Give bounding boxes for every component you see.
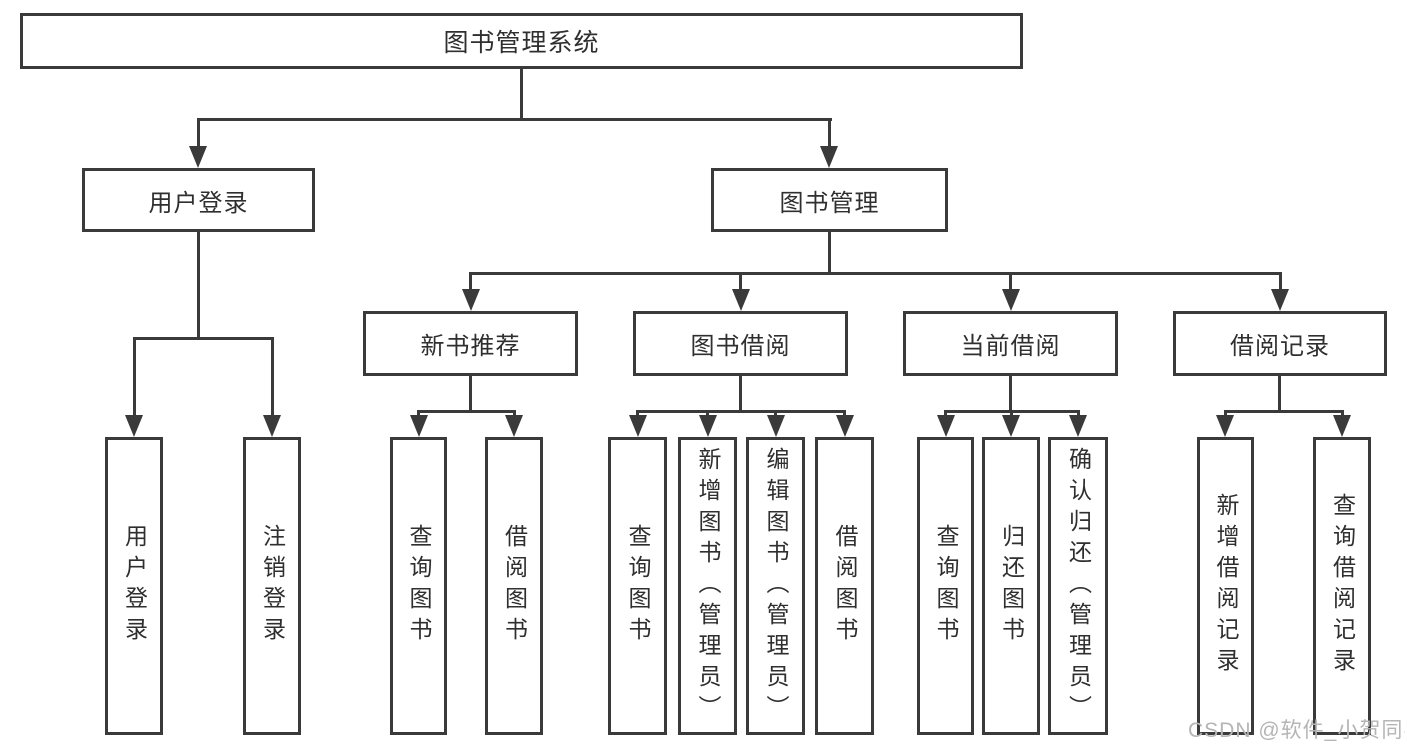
connector-userlogin-bar <box>133 337 274 340</box>
connector-bookmgmt-stem <box>828 232 831 275</box>
arrow-down-icon <box>1271 289 1289 311</box>
arrow-down-icon <box>732 289 750 311</box>
arrow-down-icon <box>820 146 838 168</box>
connector-bookborrow-stem <box>739 376 742 413</box>
leaf-query-book-2: 查询图书 <box>608 437 667 735</box>
arrow-down-icon <box>699 415 717 437</box>
node-library-management-system: 图书管理系统 <box>20 13 1023 69</box>
arrow-down-icon <box>263 415 281 437</box>
leaf-user-login: 用户登录 <box>105 437 163 735</box>
connector-bookmgmt-bar <box>469 272 1282 275</box>
connector-arm <box>1077 410 1080 419</box>
arrow-down-icon <box>937 415 955 437</box>
node-borrow-record: 借阅记录 <box>1173 311 1387 376</box>
connector-currentborrow-stem <box>1009 376 1012 413</box>
connector-arm <box>513 410 516 419</box>
connector-arm <box>706 410 709 419</box>
connector-arm <box>739 272 742 294</box>
node-book-management: 图书管理 <box>711 168 948 232</box>
leaf-add-book-admin: 新增图书（管理员） <box>678 437 737 735</box>
arrow-down-icon <box>836 415 854 437</box>
arrow-down-icon <box>629 415 647 437</box>
leaf-logout: 注销登录 <box>243 437 301 735</box>
connector-arm <box>828 118 831 150</box>
connector-borrowrecord-bar <box>1224 410 1344 413</box>
connector-borrowrecord-stem <box>1278 376 1281 413</box>
arrow-down-icon <box>1069 415 1087 437</box>
connector-arm <box>417 410 420 419</box>
arrow-down-icon <box>1216 415 1234 437</box>
connector-arm <box>133 337 136 419</box>
arrow-down-icon <box>1002 415 1020 437</box>
arrow-down-icon <box>462 289 480 311</box>
arrow-down-icon <box>767 415 785 437</box>
leaf-add-borrow-record: 新增借阅记录 <box>1197 437 1254 735</box>
leaf-edit-book-admin: 编辑图书（管理员） <box>746 437 805 735</box>
arrow-down-icon <box>1333 415 1351 437</box>
leaf-query-book-3: 查询图书 <box>917 437 974 735</box>
connector-arm <box>843 410 846 419</box>
connector-arm <box>469 272 472 294</box>
connector-arm <box>1009 272 1012 294</box>
arrow-down-icon <box>410 415 428 437</box>
connector-arm <box>636 410 639 419</box>
connector-arm <box>1341 410 1344 419</box>
connector-userlogin-stem <box>197 232 200 340</box>
connector-bookborrow-bar <box>636 410 846 413</box>
connector-newbook-bar <box>417 410 516 413</box>
node-new-book-recommend: 新书推荐 <box>363 311 578 376</box>
arrow-down-icon <box>125 415 143 437</box>
leaf-borrow-book-1: 借阅图书 <box>485 437 543 735</box>
leaf-query-borrow-record: 查询借阅记录 <box>1313 437 1371 735</box>
connector-arm <box>1279 272 1282 294</box>
arrow-down-icon <box>505 415 523 437</box>
connector-arm <box>774 410 777 419</box>
node-user-login: 用户登录 <box>82 168 315 232</box>
connector-arm <box>944 410 947 419</box>
leaf-confirm-return: 确认归还（管理员） <box>1048 437 1108 735</box>
connector-arm <box>1010 410 1013 419</box>
connector-arm <box>197 118 200 150</box>
connector-arm <box>271 337 274 419</box>
arrow-down-icon <box>189 146 207 168</box>
connector-arm <box>1224 410 1227 419</box>
connector-root-bar <box>197 118 832 121</box>
csdn-watermark: CSDN @软件_小贺同学 <box>1188 719 1405 742</box>
node-current-borrow: 当前借阅 <box>903 311 1118 376</box>
connector-newbook-stem <box>469 376 472 413</box>
leaf-query-book-1: 查询图书 <box>390 437 447 735</box>
leaf-return-book: 归还图书 <box>982 437 1040 735</box>
node-book-borrow: 图书借阅 <box>633 311 848 376</box>
connector-root-stem <box>520 69 523 121</box>
leaf-borrow-book-2: 借阅图书 <box>815 437 874 735</box>
arrow-down-icon <box>1002 289 1020 311</box>
